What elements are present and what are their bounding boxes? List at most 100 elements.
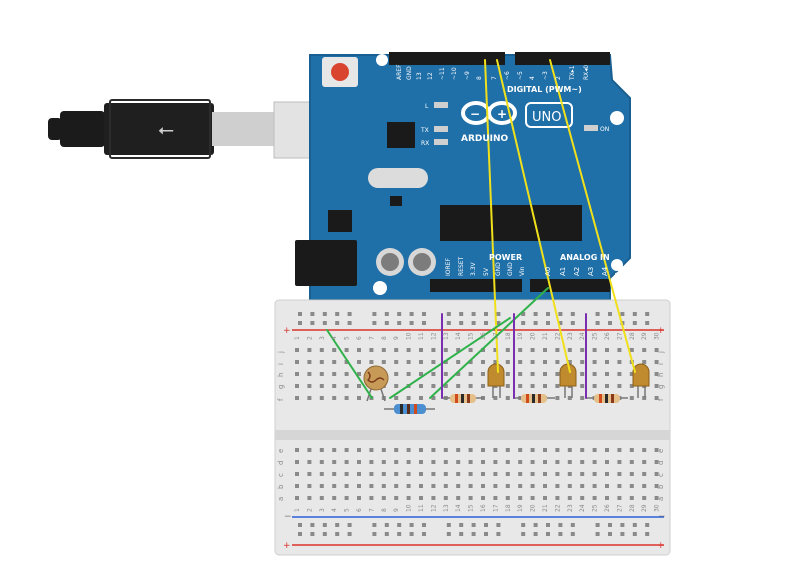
power-pin-label: GND bbox=[495, 262, 502, 276]
breadboard-column-number: 3 bbox=[319, 508, 326, 512]
svg-text:+: + bbox=[497, 107, 507, 121]
arduino-logo: − + bbox=[461, 101, 517, 125]
rail-plus-label: + bbox=[657, 326, 665, 336]
usb-symbol-icon: ⭠ bbox=[158, 117, 174, 141]
digital-pin-label: RX◂0 bbox=[583, 65, 590, 80]
digital-pin-label: ~6 bbox=[504, 71, 511, 80]
digital-pin-label: 13 bbox=[416, 72, 423, 80]
breadboard-column-number: 18 bbox=[505, 504, 512, 512]
breadboard-column-number: 17 bbox=[492, 504, 499, 512]
breadboard-column-number: 12 bbox=[430, 504, 437, 512]
breadboard-column-number: 16 bbox=[480, 504, 487, 512]
breadboard-column-number: 28 bbox=[629, 504, 636, 512]
breadboard-column-number: 28 bbox=[629, 332, 636, 340]
photoresistor-pulldown-resistor bbox=[384, 404, 435, 414]
breadboard-column-number: 30 bbox=[654, 504, 661, 512]
digital-pin-label: 8 bbox=[476, 76, 483, 80]
wire-ground-to-photoresistor bbox=[326, 329, 373, 399]
analog-pin-label: A1 bbox=[559, 267, 567, 276]
breadboard-column-number: 23 bbox=[567, 504, 574, 512]
breadboard-column-number: 10 bbox=[406, 332, 413, 340]
breadboard-column-number: 16 bbox=[480, 332, 487, 340]
wire-pin9-to-led2 bbox=[496, 59, 571, 373]
breadboard-column-number: 11 bbox=[418, 504, 425, 512]
breadboard-column-number: 30 bbox=[654, 332, 661, 340]
breadboard-row-label: j bbox=[277, 351, 285, 354]
digital-pin-label: ~10 bbox=[451, 67, 458, 80]
digital-pin-label: GND bbox=[406, 66, 413, 80]
breadboard-column-number: 2 bbox=[306, 336, 313, 340]
on-led-label: ON bbox=[600, 126, 609, 133]
power-header bbox=[430, 279, 522, 292]
digital-pin-label: AREF bbox=[396, 64, 403, 80]
digital-pins-label: DIGITAL (PWM~) bbox=[507, 85, 582, 94]
breadboard-column-number: 15 bbox=[468, 332, 475, 340]
breadboard-row-label: f bbox=[657, 398, 665, 401]
breadboard-column-number: 21 bbox=[542, 504, 549, 512]
digital-header-right bbox=[515, 52, 610, 65]
breadboard-row-label: b bbox=[657, 484, 665, 489]
power-pin-label: RESET bbox=[458, 256, 465, 276]
power-pin-label: GND bbox=[507, 262, 514, 276]
analog-pin-label: A3 bbox=[587, 267, 595, 276]
breadboard-column-number: 17 bbox=[492, 332, 499, 340]
wire-photoresistor-to-5v bbox=[389, 317, 511, 399]
led-resistor-3 bbox=[586, 394, 628, 403]
analog-header bbox=[530, 279, 610, 292]
digital-pin-label: ~9 bbox=[464, 71, 471, 80]
breadboard-row-label: h bbox=[657, 373, 665, 377]
breadboard-column-number: 25 bbox=[592, 332, 599, 340]
breadboard-column-number: 26 bbox=[604, 504, 611, 512]
breadboard-column-number: 3 bbox=[319, 336, 326, 340]
wire-pin6-to-led3 bbox=[549, 59, 636, 373]
led-3 bbox=[632, 363, 650, 398]
breadboard-column-number: 20 bbox=[530, 504, 537, 512]
breadboard-column-number: 6 bbox=[356, 508, 363, 512]
breadboard-row-label: j bbox=[657, 351, 665, 354]
digital-pin-label: ~5 bbox=[517, 71, 524, 80]
digital-pin-label: ~3 bbox=[542, 71, 549, 80]
microcontroller-chip bbox=[440, 205, 582, 241]
digital-header-left bbox=[389, 52, 505, 65]
breadboard-row-label: d bbox=[277, 461, 285, 465]
breadboard-column-number: 20 bbox=[530, 332, 537, 340]
breadboard-column-number: 7 bbox=[368, 336, 375, 340]
power-pins-label: POWER bbox=[489, 253, 522, 262]
breadboard-column-number: 14 bbox=[455, 504, 462, 512]
breadboard-column-number: 25 bbox=[592, 504, 599, 512]
breadboard-column-number: 19 bbox=[517, 332, 524, 340]
analog-pin-label: A5 bbox=[614, 267, 622, 276]
analog-pins-label: ANALOG IN bbox=[560, 253, 610, 262]
breadboard-column-number: 11 bbox=[418, 332, 425, 340]
breadboard-column-number: 29 bbox=[641, 504, 648, 512]
digital-pin-label: 4 bbox=[529, 76, 536, 80]
photoresistor bbox=[363, 365, 389, 402]
breadboard-column-number: 13 bbox=[443, 332, 450, 340]
breadboard-column-number: 14 bbox=[455, 332, 462, 340]
breadboard-column-number: 29 bbox=[641, 332, 648, 340]
breadboard-row-label: g bbox=[277, 385, 285, 389]
wire-pin10-to-led1 bbox=[484, 59, 499, 373]
breadboard-column-number: 22 bbox=[554, 332, 561, 340]
breadboard-row-label: i bbox=[657, 363, 665, 365]
breadboard-column-number: 19 bbox=[517, 504, 524, 512]
rail-minus-label: − bbox=[658, 512, 666, 522]
power-jack bbox=[295, 240, 357, 286]
wire-group bbox=[326, 59, 636, 399]
digital-pin-label: TX▸1 bbox=[569, 65, 576, 81]
breadboard-column-number: 22 bbox=[554, 504, 561, 512]
breadboard-row-label: i bbox=[277, 363, 285, 365]
breadboard-column-number: 6 bbox=[356, 336, 363, 340]
board-brand-label: ARDUINO bbox=[461, 134, 509, 144]
board-model-label: UNO bbox=[532, 110, 561, 125]
breadboard-column-number: 8 bbox=[381, 336, 388, 340]
svg-text:−: − bbox=[470, 107, 480, 121]
l-led-label: L bbox=[425, 103, 429, 110]
rx-led-label: RX bbox=[421, 140, 429, 147]
arduino-board: − + bbox=[295, 52, 631, 301]
analog-pin-label: A0 bbox=[544, 267, 552, 276]
breadboard-column-number: 9 bbox=[393, 336, 400, 340]
